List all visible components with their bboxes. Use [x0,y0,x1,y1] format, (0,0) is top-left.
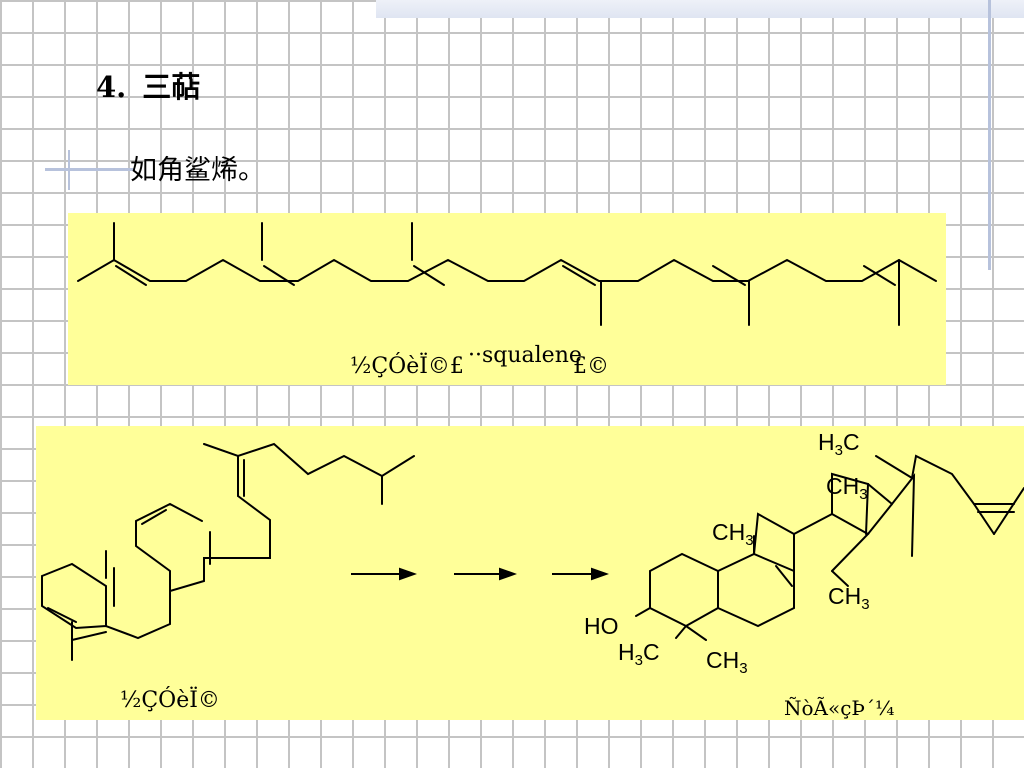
lanosterol-labels: H3C CH3 CH3 CH3 HO H3C CH3 [584,429,870,677]
squalene-panel: ½ÇÓèÏ©£ ··squalene £© [68,213,946,385]
label-ch3-upper: CH3 [826,473,868,503]
cyclization-scheme: H3C CH3 CH3 CH3 HO H3C CH3 [41,429,1024,677]
slide-heading: 4. 三萜 [96,64,200,106]
squalene-caption-suffix: £© [573,354,609,379]
label-ch3-mid: CH3 [712,519,754,549]
label-ch3-bottom: CH3 [706,647,748,677]
reaction-arrows [351,567,609,581]
folded-squalene-caption: ½ÇÓèÏ© [120,688,220,713]
squalene-caption-english: ··squalene [468,343,582,368]
label-ch3-right: CH3 [828,583,870,613]
slide-subtitle: 如角鲨烯。 [130,155,265,186]
heading-number: 4. [96,70,127,104]
decorative-horizontal-line [45,168,135,171]
top-accent-band [376,0,1024,18]
decorative-short-line [68,150,70,190]
cyclization-panel: H3C CH3 CH3 CH3 HO H3C CH3 ½ÇÓèÏ© ÑòÃ«çÞ… [36,426,1024,720]
lanosterol-structure [635,454,1024,641]
squalene-caption-prefix: ½ÇÓèÏ©£ [350,354,464,379]
squalene-structure [77,222,937,326]
label-h3c-top: H3C [818,429,860,459]
decorative-vertical-line [988,0,991,270]
label-ho: HO [584,613,619,639]
label-h3c-bottom: H3C [618,639,660,669]
folded-squalene-structure [41,442,415,661]
heading-text: 三萜 [142,70,201,104]
lanosterol-caption: ÑòÃ«çÞ´¼ [784,696,895,720]
